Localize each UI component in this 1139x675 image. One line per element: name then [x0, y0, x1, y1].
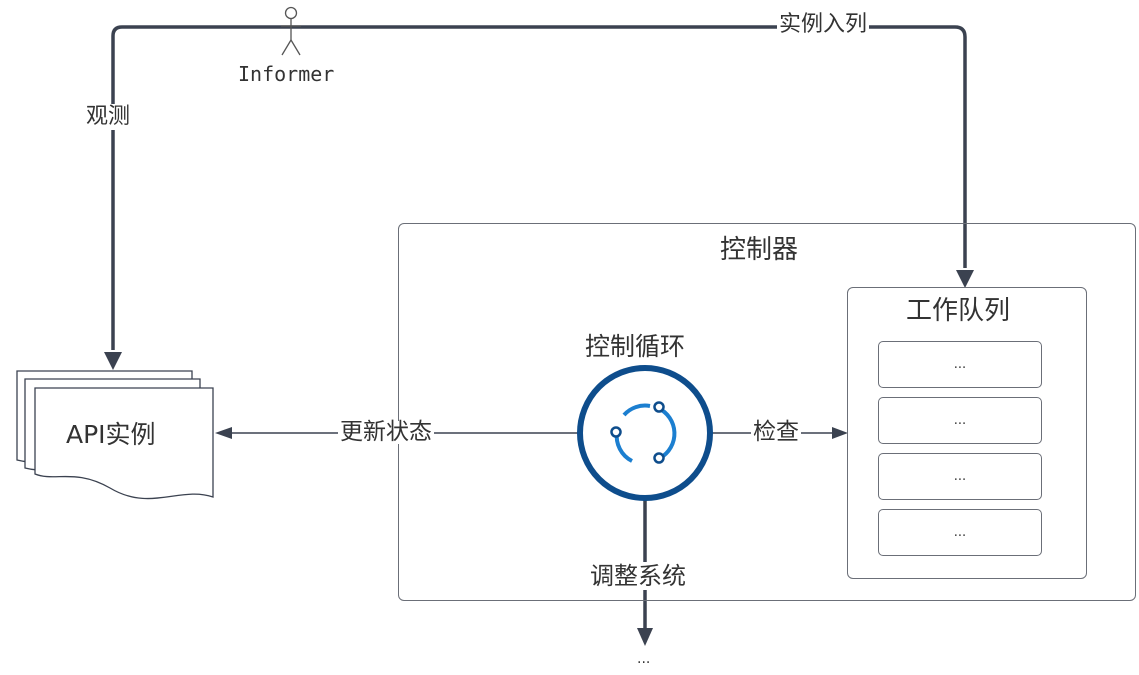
control-loop-icon — [577, 365, 713, 501]
control-loop-title: 控制循环 — [585, 332, 686, 361]
queue-item: ... — [878, 341, 1042, 388]
informer-label: Informer — [238, 62, 335, 86]
watch-arrowhead — [104, 352, 122, 370]
work-queue-title: 工作队列 — [906, 296, 1011, 326]
enqueue-connector — [300, 25, 967, 268]
controller-panel — [398, 223, 1136, 601]
bottom-ellipsis: ... — [637, 651, 651, 667]
adjust-system-label: 调整系统 — [590, 562, 686, 590]
enqueue-label: 实例入列 — [777, 12, 870, 37]
watch-connector — [111, 25, 300, 350]
watch-label: 观测 — [86, 104, 131, 130]
controller-title: 控制器 — [720, 235, 799, 265]
queue-item: ... — [878, 453, 1042, 500]
check-label: 检查 — [751, 419, 801, 445]
update-status-label: 更新状态 — [338, 419, 434, 445]
actor-icon — [281, 6, 301, 56]
api-instance-label: API实例 — [66, 420, 156, 449]
adjust-arrowhead — [637, 628, 653, 646]
enqueue-arrowhead — [956, 270, 974, 288]
check-arrowhead — [832, 427, 848, 439]
document-stack-icon — [16, 370, 214, 500]
queue-item: ... — [878, 397, 1042, 444]
queue-item: ... — [878, 509, 1042, 556]
update-status-arrowhead — [215, 427, 232, 439]
